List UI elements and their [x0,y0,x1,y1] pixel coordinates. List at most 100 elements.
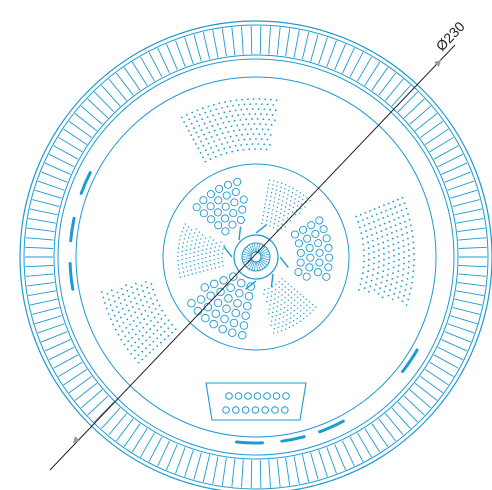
perforation-dot [363,287,366,289]
hub-perforation-dot [191,273,193,275]
perforation-dot [386,233,389,236]
perforation-dot [200,129,203,132]
cooling-fin [452,307,480,315]
perforation-dot [397,270,400,273]
hub-perforation-dot [181,254,183,257]
perforation-dot [265,113,268,116]
perforation-dot [190,122,193,125]
hub-perforation-dot [273,298,276,300]
tray-hole [263,392,271,400]
hub-perforation-dot [195,272,197,274]
perforation-dot [366,275,369,278]
hub-perforation-dot [296,302,299,304]
cooling-fin [342,440,355,467]
perforation-dot [268,143,271,146]
hub-perforation-dot [266,215,269,218]
cooling-fin [457,227,486,233]
perforation-dot [216,123,219,126]
hub-perforation-dot [279,313,281,315]
perforation-dot [391,213,394,216]
perforation-dot [405,283,408,286]
perforation-dot [129,323,131,326]
hub-perforation-dot [287,212,289,215]
cooling-fin [87,98,109,119]
cooling-fin [44,339,71,352]
cooling-fin [293,456,300,484]
hub-perforation-dot [278,322,280,324]
hub-perforation-dot [284,280,286,283]
perforation-dot [192,138,195,141]
perforation-dot [246,133,249,136]
perforation-dot [248,113,251,116]
perforation-dot [125,304,128,307]
perforation-dot [148,292,150,295]
cooling-fin [25,273,54,277]
perforation-dot [110,289,113,292]
perforation-dot [396,235,399,238]
perforation-dot [249,103,252,106]
perforation-dot [362,249,365,251]
hub-perforation-dot [285,202,288,204]
cooling-fin [166,43,178,71]
hub-perforation-dot [198,267,200,269]
hub-perforation-dot [277,225,279,227]
perforation-dot [235,99,238,102]
perforation-dot [164,314,167,317]
perforation-dot [123,343,126,346]
hub-perforation-dot [287,288,290,291]
hub-perforation-dot [274,323,276,326]
cooling-fin [140,56,155,82]
cooling-fin [157,440,170,467]
perforation-dot [209,109,212,112]
hub-perforation-dot [290,285,292,288]
hub-perforation-dot [296,291,299,293]
perforation-dot [231,150,234,153]
perforation-dot [118,325,121,328]
hub-perforation-dot [181,258,183,261]
perforation-dot [362,243,365,246]
boss-spoke [246,260,253,268]
hub-hole [311,229,320,238]
perforation-dot [387,262,390,265]
hub-perforation-dot [182,227,185,229]
hub-hole [307,221,316,230]
perforation-dot [247,123,250,126]
hub-perforation-dot [182,271,185,273]
perforation-dot [209,120,211,123]
perforation-dot [161,309,164,312]
hub-perforation-dot [186,266,188,268]
perforation-dot [237,139,240,142]
cooling-fin [28,218,56,224]
cooling-fin [391,407,411,429]
hub-hole [213,298,223,308]
perforation-dot [405,207,408,210]
perforation-dot [158,304,161,307]
perforation-dot [400,228,403,231]
boss-spoke [244,248,253,255]
cooling-fin [419,375,444,394]
hub-hole [206,215,216,224]
hub-perforation-dot [193,255,195,258]
hub-perforation-dot [268,179,271,181]
perforation-dot [357,288,360,291]
perforation-dot [384,285,387,288]
perforation-dot [226,105,229,108]
perforation-dot [408,254,410,257]
hub-perforation-dot [187,274,190,276]
hub-perforation-dot [209,264,212,266]
cooling-fin [456,290,484,296]
perforation-dot [374,226,377,229]
perforation-dot [364,211,367,214]
boss-spoke [254,243,256,253]
perforation-dot [148,336,151,339]
perforation-dot [375,213,378,216]
hub-perforation-dot [209,255,211,258]
hub-perforation-dot [209,251,211,253]
hub-perforation-dot [263,207,266,209]
perforation-dot [204,111,207,114]
perforation-dot [203,133,205,136]
perforation-dot [142,326,145,329]
hub-perforation-dot [296,189,298,192]
hub-perforation-dot [221,256,223,259]
hub-hole [290,230,300,239]
